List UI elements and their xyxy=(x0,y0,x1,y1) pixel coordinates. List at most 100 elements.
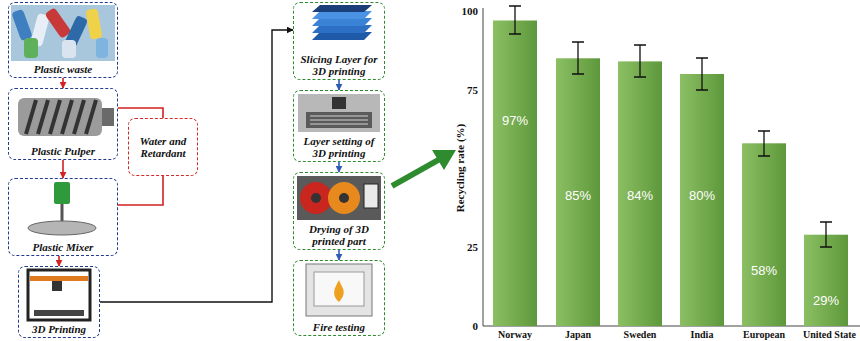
bar-value: 29% xyxy=(813,293,839,308)
spool-hub xyxy=(311,193,321,203)
printer-gantry xyxy=(30,276,88,281)
bottle xyxy=(44,7,71,38)
slicing-box: Slicing Layer for 3D printing xyxy=(293,2,385,80)
pulper-motor xyxy=(102,108,114,126)
mixer-box: Plastic Mixer xyxy=(8,178,118,256)
step-label: Layer setting of 3D printing xyxy=(297,135,381,159)
cabinet-window xyxy=(314,272,364,306)
waste-box: Plastic waste xyxy=(8,2,118,78)
bottle xyxy=(62,40,76,58)
printing-box: 3D Printing xyxy=(18,266,100,338)
flow-connector xyxy=(62,160,64,178)
category-label: United State xyxy=(803,329,856,340)
layer xyxy=(312,18,372,26)
mixer-shaft xyxy=(61,204,64,222)
layer xyxy=(312,32,372,40)
bar xyxy=(493,21,537,327)
step-label: Plastic Pulper xyxy=(12,145,114,157)
plastic-waste-picture xyxy=(11,5,115,61)
printer-frame xyxy=(28,270,90,320)
layer xyxy=(312,25,372,33)
bar xyxy=(804,235,848,326)
tick-label: 0 xyxy=(473,320,479,332)
printer-bed xyxy=(34,310,84,316)
waste-ground xyxy=(11,5,115,61)
bar-value: 97% xyxy=(502,113,528,128)
pulper-picture xyxy=(18,98,114,136)
drying-picture xyxy=(297,176,381,220)
bottle xyxy=(85,8,102,40)
error-bars xyxy=(509,6,832,247)
spool-hub xyxy=(339,193,349,203)
step-label: Plastic waste xyxy=(12,63,114,75)
mixer-motor xyxy=(54,182,70,204)
bar-chart xyxy=(483,6,860,326)
flow-connector xyxy=(338,80,340,90)
step-label: Water and Retardant xyxy=(132,135,194,159)
fire-test-box: Fire testing xyxy=(293,260,385,336)
flow-connector xyxy=(118,176,163,205)
pulper-box: Plastic Pulper xyxy=(8,88,118,160)
orange-spool xyxy=(328,182,360,214)
flame xyxy=(334,280,344,302)
mixer-blade xyxy=(28,221,96,235)
bar xyxy=(742,143,786,326)
layer xyxy=(312,11,372,19)
print-bed xyxy=(306,112,372,128)
category-label: Japan xyxy=(565,329,591,340)
flow-connector xyxy=(338,250,340,260)
print-layers xyxy=(310,116,368,124)
layer-setting-picture xyxy=(298,94,380,132)
printer-head xyxy=(52,281,62,291)
bar-value: 85% xyxy=(565,188,591,203)
arrow-head xyxy=(432,150,456,170)
step-label: Fire testing xyxy=(297,321,381,333)
bar xyxy=(556,58,600,326)
drying-box: Drying of 3D printed part xyxy=(293,172,385,250)
y-axis xyxy=(483,8,484,326)
bar-value: 58% xyxy=(751,263,777,278)
bar xyxy=(680,74,724,326)
slicing-picture xyxy=(312,5,372,40)
nozzle xyxy=(332,97,346,109)
bar-value: 80% xyxy=(689,188,715,203)
dryer-display xyxy=(364,184,378,208)
tick-label: 25 xyxy=(467,241,478,253)
axis-title: Recycling rate (%) xyxy=(454,124,466,213)
step-label: Plastic Mixer xyxy=(12,241,114,253)
pulper-spiral xyxy=(26,100,96,134)
flow-connector xyxy=(62,78,64,88)
arrow-shaft xyxy=(392,159,440,186)
bottle xyxy=(11,9,33,41)
step-label: Slicing Layer for 3D printing xyxy=(297,53,381,77)
bar xyxy=(618,61,662,326)
tick-label: 100 xyxy=(462,5,479,17)
mixer-picture xyxy=(28,182,96,235)
pulper-drum xyxy=(18,98,102,136)
category-label: Sweden xyxy=(624,329,657,340)
dryer-ground xyxy=(297,176,381,220)
category-label: India xyxy=(691,329,714,340)
flow-connector xyxy=(100,30,293,302)
tick-label: 75 xyxy=(467,84,478,96)
step-label: Drying of 3D printed part xyxy=(297,223,381,247)
flow-connector xyxy=(338,162,340,172)
fire-test-picture xyxy=(306,264,372,316)
printer-picture xyxy=(28,270,90,320)
red-spool xyxy=(300,182,332,214)
layer xyxy=(312,5,372,12)
test-cabinet xyxy=(306,264,372,316)
bar-value: 84% xyxy=(627,188,653,203)
bottle xyxy=(96,38,108,58)
x-axis xyxy=(483,326,860,327)
flow-connector xyxy=(58,256,60,266)
layer-setting-box: Layer setting of 3D printing xyxy=(293,90,385,162)
step-label: 3D Printing xyxy=(22,323,96,335)
green-arrow xyxy=(392,150,456,186)
category-label: European xyxy=(743,329,785,340)
printer-photo xyxy=(298,94,380,132)
additive-box: Water and Retardant xyxy=(128,118,198,176)
